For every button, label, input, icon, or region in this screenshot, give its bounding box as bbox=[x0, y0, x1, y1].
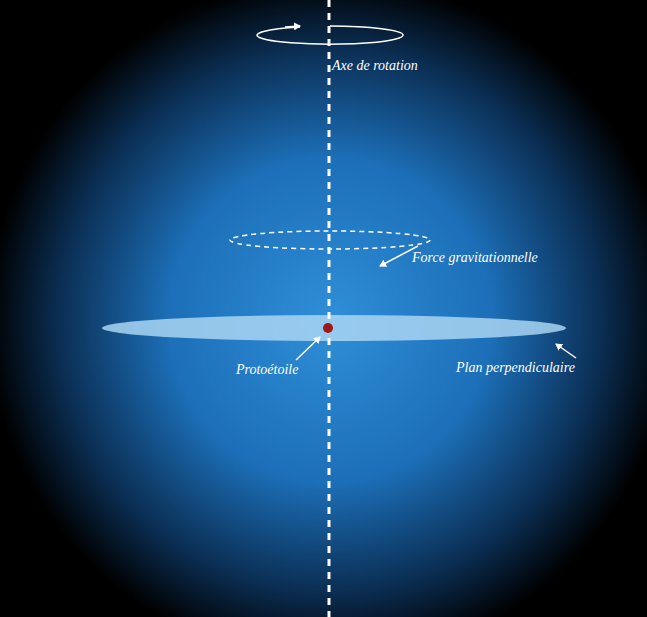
force-label: Force gravitationnelle bbox=[412, 250, 538, 267]
rotation-arrowhead bbox=[285, 26, 300, 27]
plane-label: Plan perpendiculaire bbox=[456, 360, 575, 377]
protostar-label: Protoétoile bbox=[236, 362, 298, 379]
axis-label: Axe de rotation bbox=[332, 58, 418, 75]
perpendicular-plane bbox=[102, 315, 566, 341]
leader-arrow bbox=[296, 337, 320, 360]
leader-arrow bbox=[556, 344, 576, 358]
protostar-dot bbox=[323, 323, 333, 333]
rotation-axis bbox=[328, 0, 331, 617]
